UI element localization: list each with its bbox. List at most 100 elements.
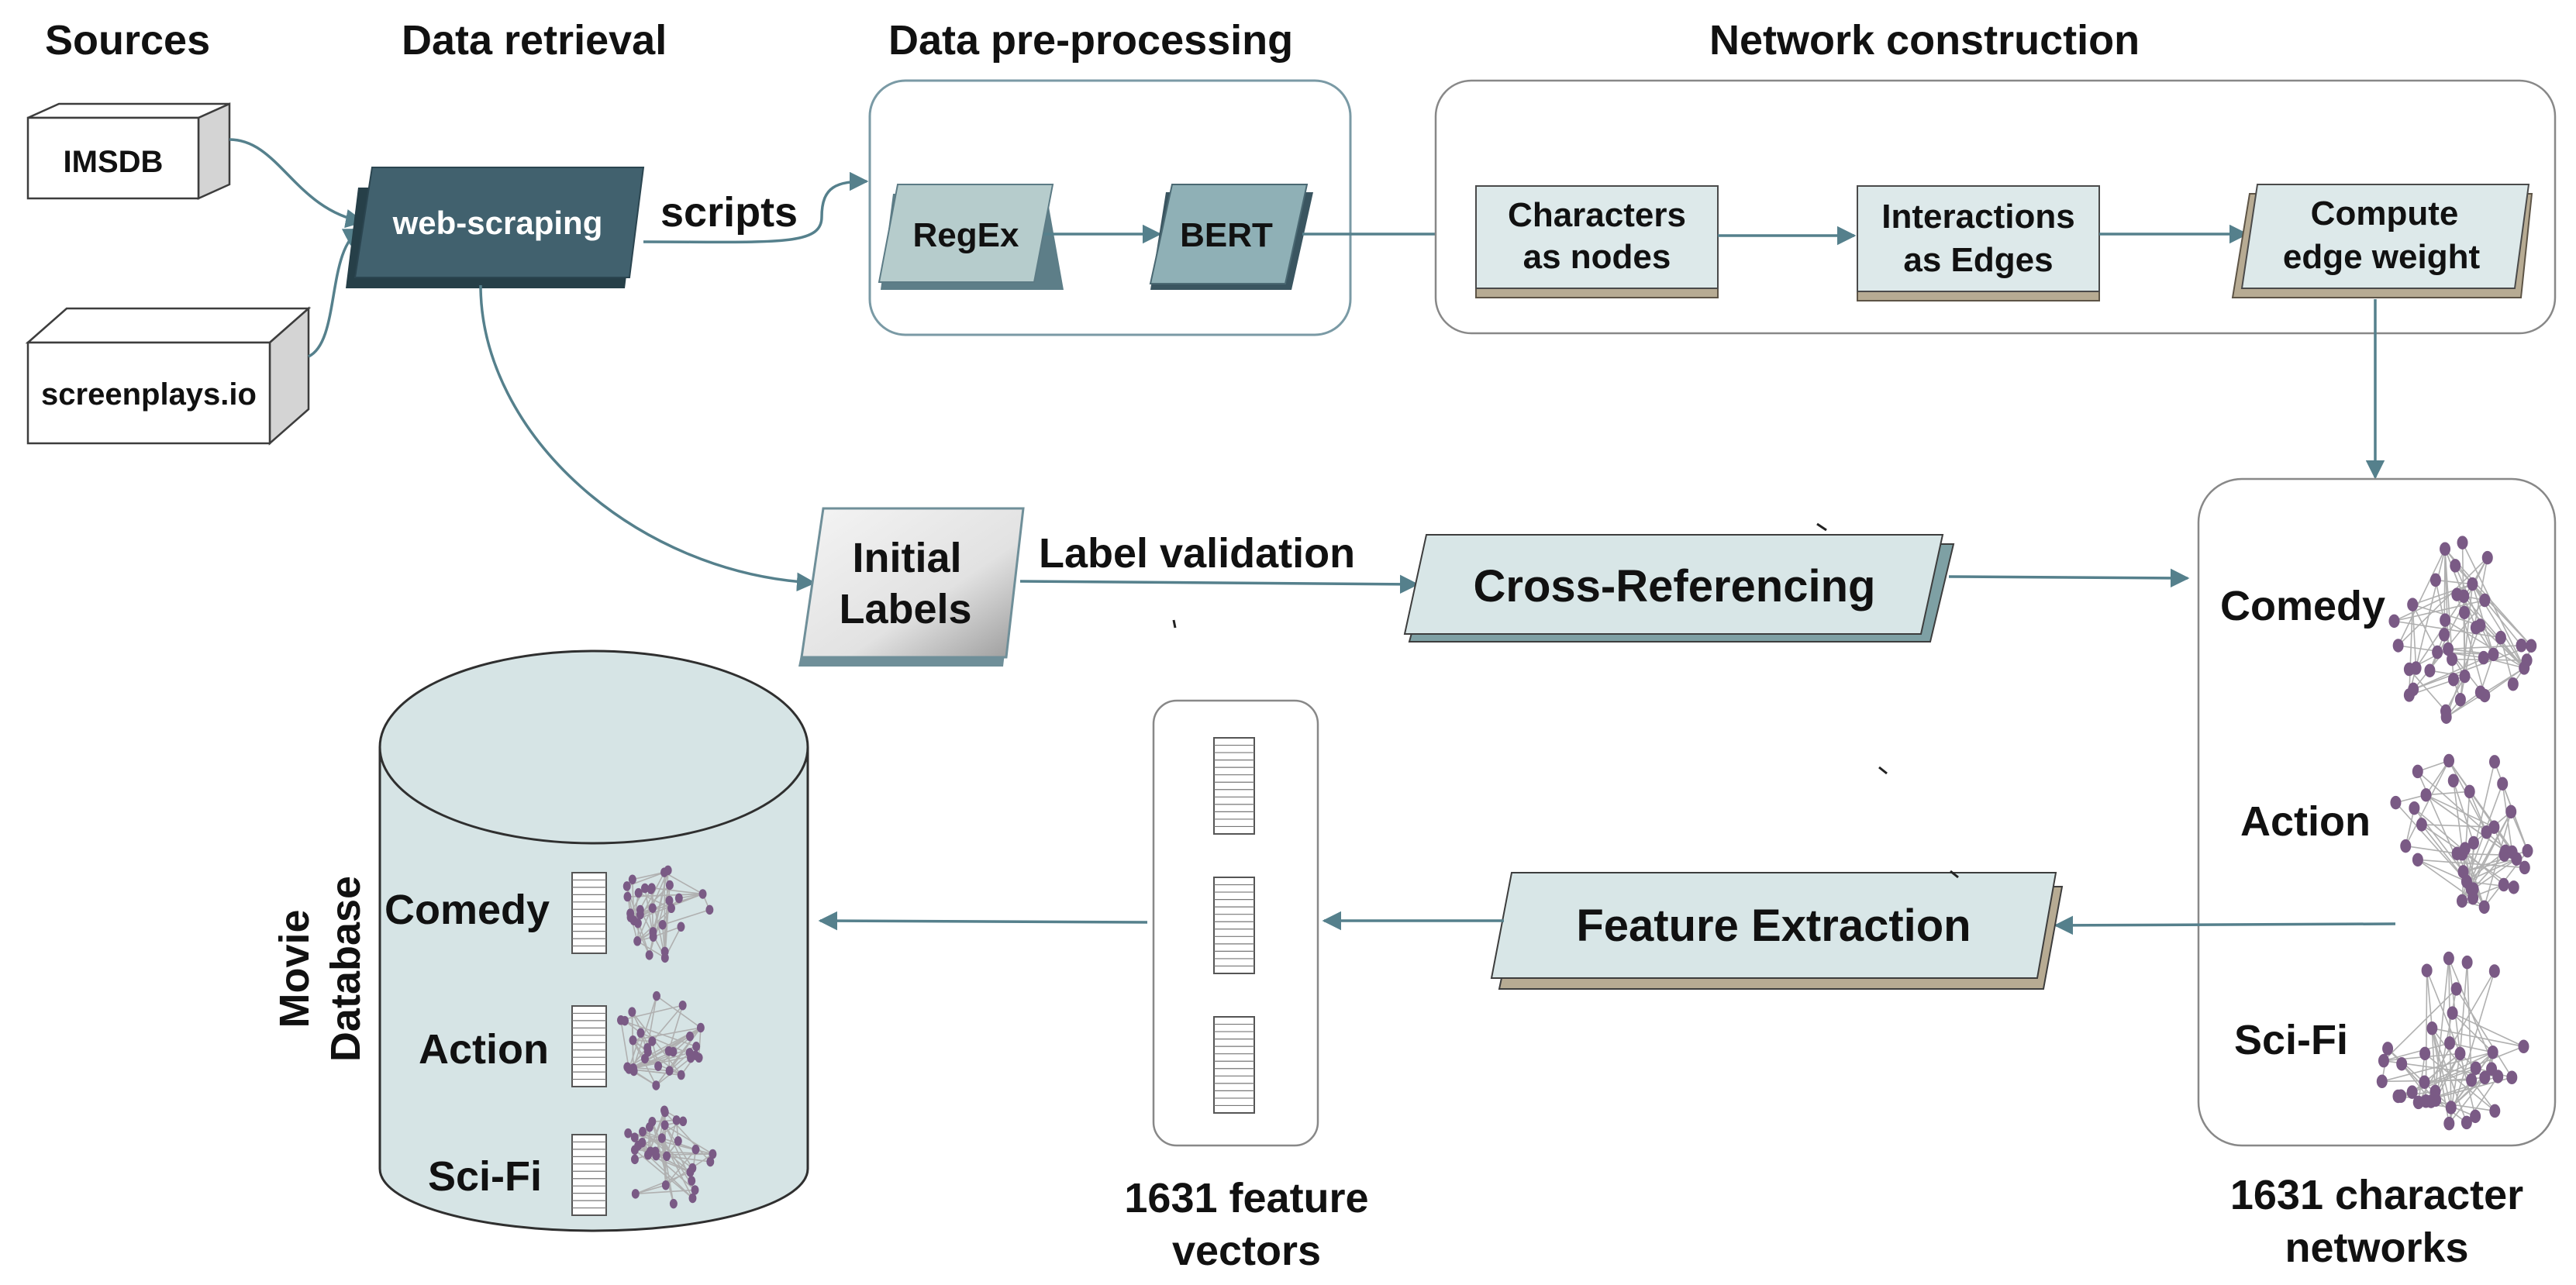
network-node	[706, 1156, 715, 1167]
network-edge	[2448, 1077, 2485, 1125]
network-node	[2376, 1074, 2388, 1089]
network-node	[2470, 1061, 2481, 1075]
network-edge	[629, 887, 646, 914]
network-node	[2456, 894, 2467, 908]
network-node	[2458, 589, 2470, 604]
network-edge	[650, 889, 666, 959]
network-node	[623, 891, 632, 902]
network-node	[664, 865, 672, 876]
network-node	[2526, 639, 2537, 653]
bert-box: BERT	[1149, 184, 1313, 290]
db-feature-vector-scifi	[571, 1134, 607, 1216]
network-node	[2507, 677, 2519, 691]
characters-label-line2: as nodes	[1523, 238, 1671, 276]
cross-referencing-label: Cross-Referencing	[1474, 561, 1876, 611]
vector-frame	[571, 872, 607, 954]
network-edge	[628, 1004, 684, 1070]
network-node	[2440, 613, 2451, 627]
interactions-label-line1: Interactions	[1881, 198, 2074, 236]
network-node	[2495, 630, 2506, 645]
network-edge	[2426, 794, 2506, 852]
network-node	[629, 1066, 638, 1077]
network-node	[2412, 764, 2423, 779]
network-node	[2443, 951, 2454, 966]
network-edge	[633, 1070, 657, 1087]
network-node	[646, 1146, 654, 1156]
arrow-label-validation	[1019, 574, 1419, 594]
network-node	[688, 1193, 697, 1204]
network-edge	[2444, 548, 2485, 601]
network-node	[640, 883, 649, 894]
network-edge	[2387, 1048, 2436, 1101]
network-node	[636, 909, 644, 920]
network-edge	[2418, 970, 2495, 1103]
network-edge	[664, 1125, 694, 1169]
database-title-line2: Database	[322, 876, 369, 1062]
network-edge	[2452, 1012, 2524, 1048]
network-edge	[2397, 548, 2446, 646]
network-edge	[2405, 845, 2457, 855]
network-edge	[2405, 760, 2450, 846]
feature-extraction-label: Feature Extraction	[1576, 901, 1971, 951]
network-node	[2390, 795, 2402, 810]
imsdb-label: IMSDB	[64, 145, 164, 179]
network-edge	[669, 1052, 691, 1072]
initial-labels-box: Initial Labels	[798, 507, 1025, 667]
network-node	[2488, 647, 2499, 662]
network-edge	[653, 926, 681, 938]
network-node	[2481, 550, 2493, 565]
vectors-caption-line2: vectors	[1172, 1228, 1321, 1274]
network-node	[623, 1062, 632, 1073]
scripts-label: scripts	[660, 189, 798, 236]
network-edge	[633, 1054, 696, 1070]
interactions-box: Interactions as Edges	[1857, 185, 2100, 301]
network-node	[674, 1136, 682, 1146]
network-edge	[656, 995, 702, 1028]
network-edge	[620, 1020, 630, 1070]
network-edge	[2448, 970, 2495, 1124]
network-node	[687, 1052, 695, 1063]
network-node	[2479, 1070, 2491, 1085]
network-edge	[2448, 644, 2522, 650]
arrow-imsdb-to-scraping	[229, 138, 365, 229]
network-edge	[633, 995, 657, 1069]
network-node	[2432, 645, 2443, 660]
network-node	[2409, 801, 2420, 815]
network-edge	[631, 1011, 682, 1076]
vector-frame	[571, 1134, 607, 1216]
header-sources: Sources	[45, 17, 210, 64]
feature-extraction-box: Feature Extraction	[1490, 872, 2064, 990]
network-node	[630, 1154, 639, 1165]
network-node	[626, 912, 635, 922]
compute-weight-box: Compute edge weight	[2231, 184, 2533, 298]
network-node	[2447, 1006, 2458, 1020]
stray-mark	[1950, 870, 1959, 879]
network-node	[2457, 536, 2468, 549]
network-edge	[2444, 548, 2477, 629]
network-node	[645, 1122, 653, 1132]
screenplays-label: screenplays.io	[41, 377, 257, 412]
network-edge	[2383, 1042, 2450, 1062]
cross-referencing-box: Cross-Referencing	[1403, 534, 1955, 642]
network-edge	[2409, 605, 2414, 695]
network-node	[633, 918, 642, 928]
network-node	[654, 1061, 663, 1071]
network-edge	[2435, 579, 2473, 585]
vector-frame	[1213, 737, 1255, 835]
regex-box: RegEx	[878, 184, 1064, 290]
network-node	[2508, 880, 2519, 894]
network-node	[657, 1133, 666, 1143]
network-edge	[2448, 958, 2461, 1054]
network-node	[709, 1149, 717, 1159]
network-node	[634, 1140, 643, 1151]
db-genre-action: Action	[419, 1026, 549, 1073]
network-node	[2395, 1089, 2407, 1104]
network-node	[2439, 628, 2450, 642]
network-node	[698, 889, 707, 899]
network-edge	[2456, 988, 2512, 1078]
network-node	[665, 895, 674, 906]
vector-frame	[571, 1005, 607, 1087]
network-edge	[620, 1004, 683, 1021]
network-node	[2400, 839, 2412, 853]
network-node	[660, 1105, 669, 1115]
